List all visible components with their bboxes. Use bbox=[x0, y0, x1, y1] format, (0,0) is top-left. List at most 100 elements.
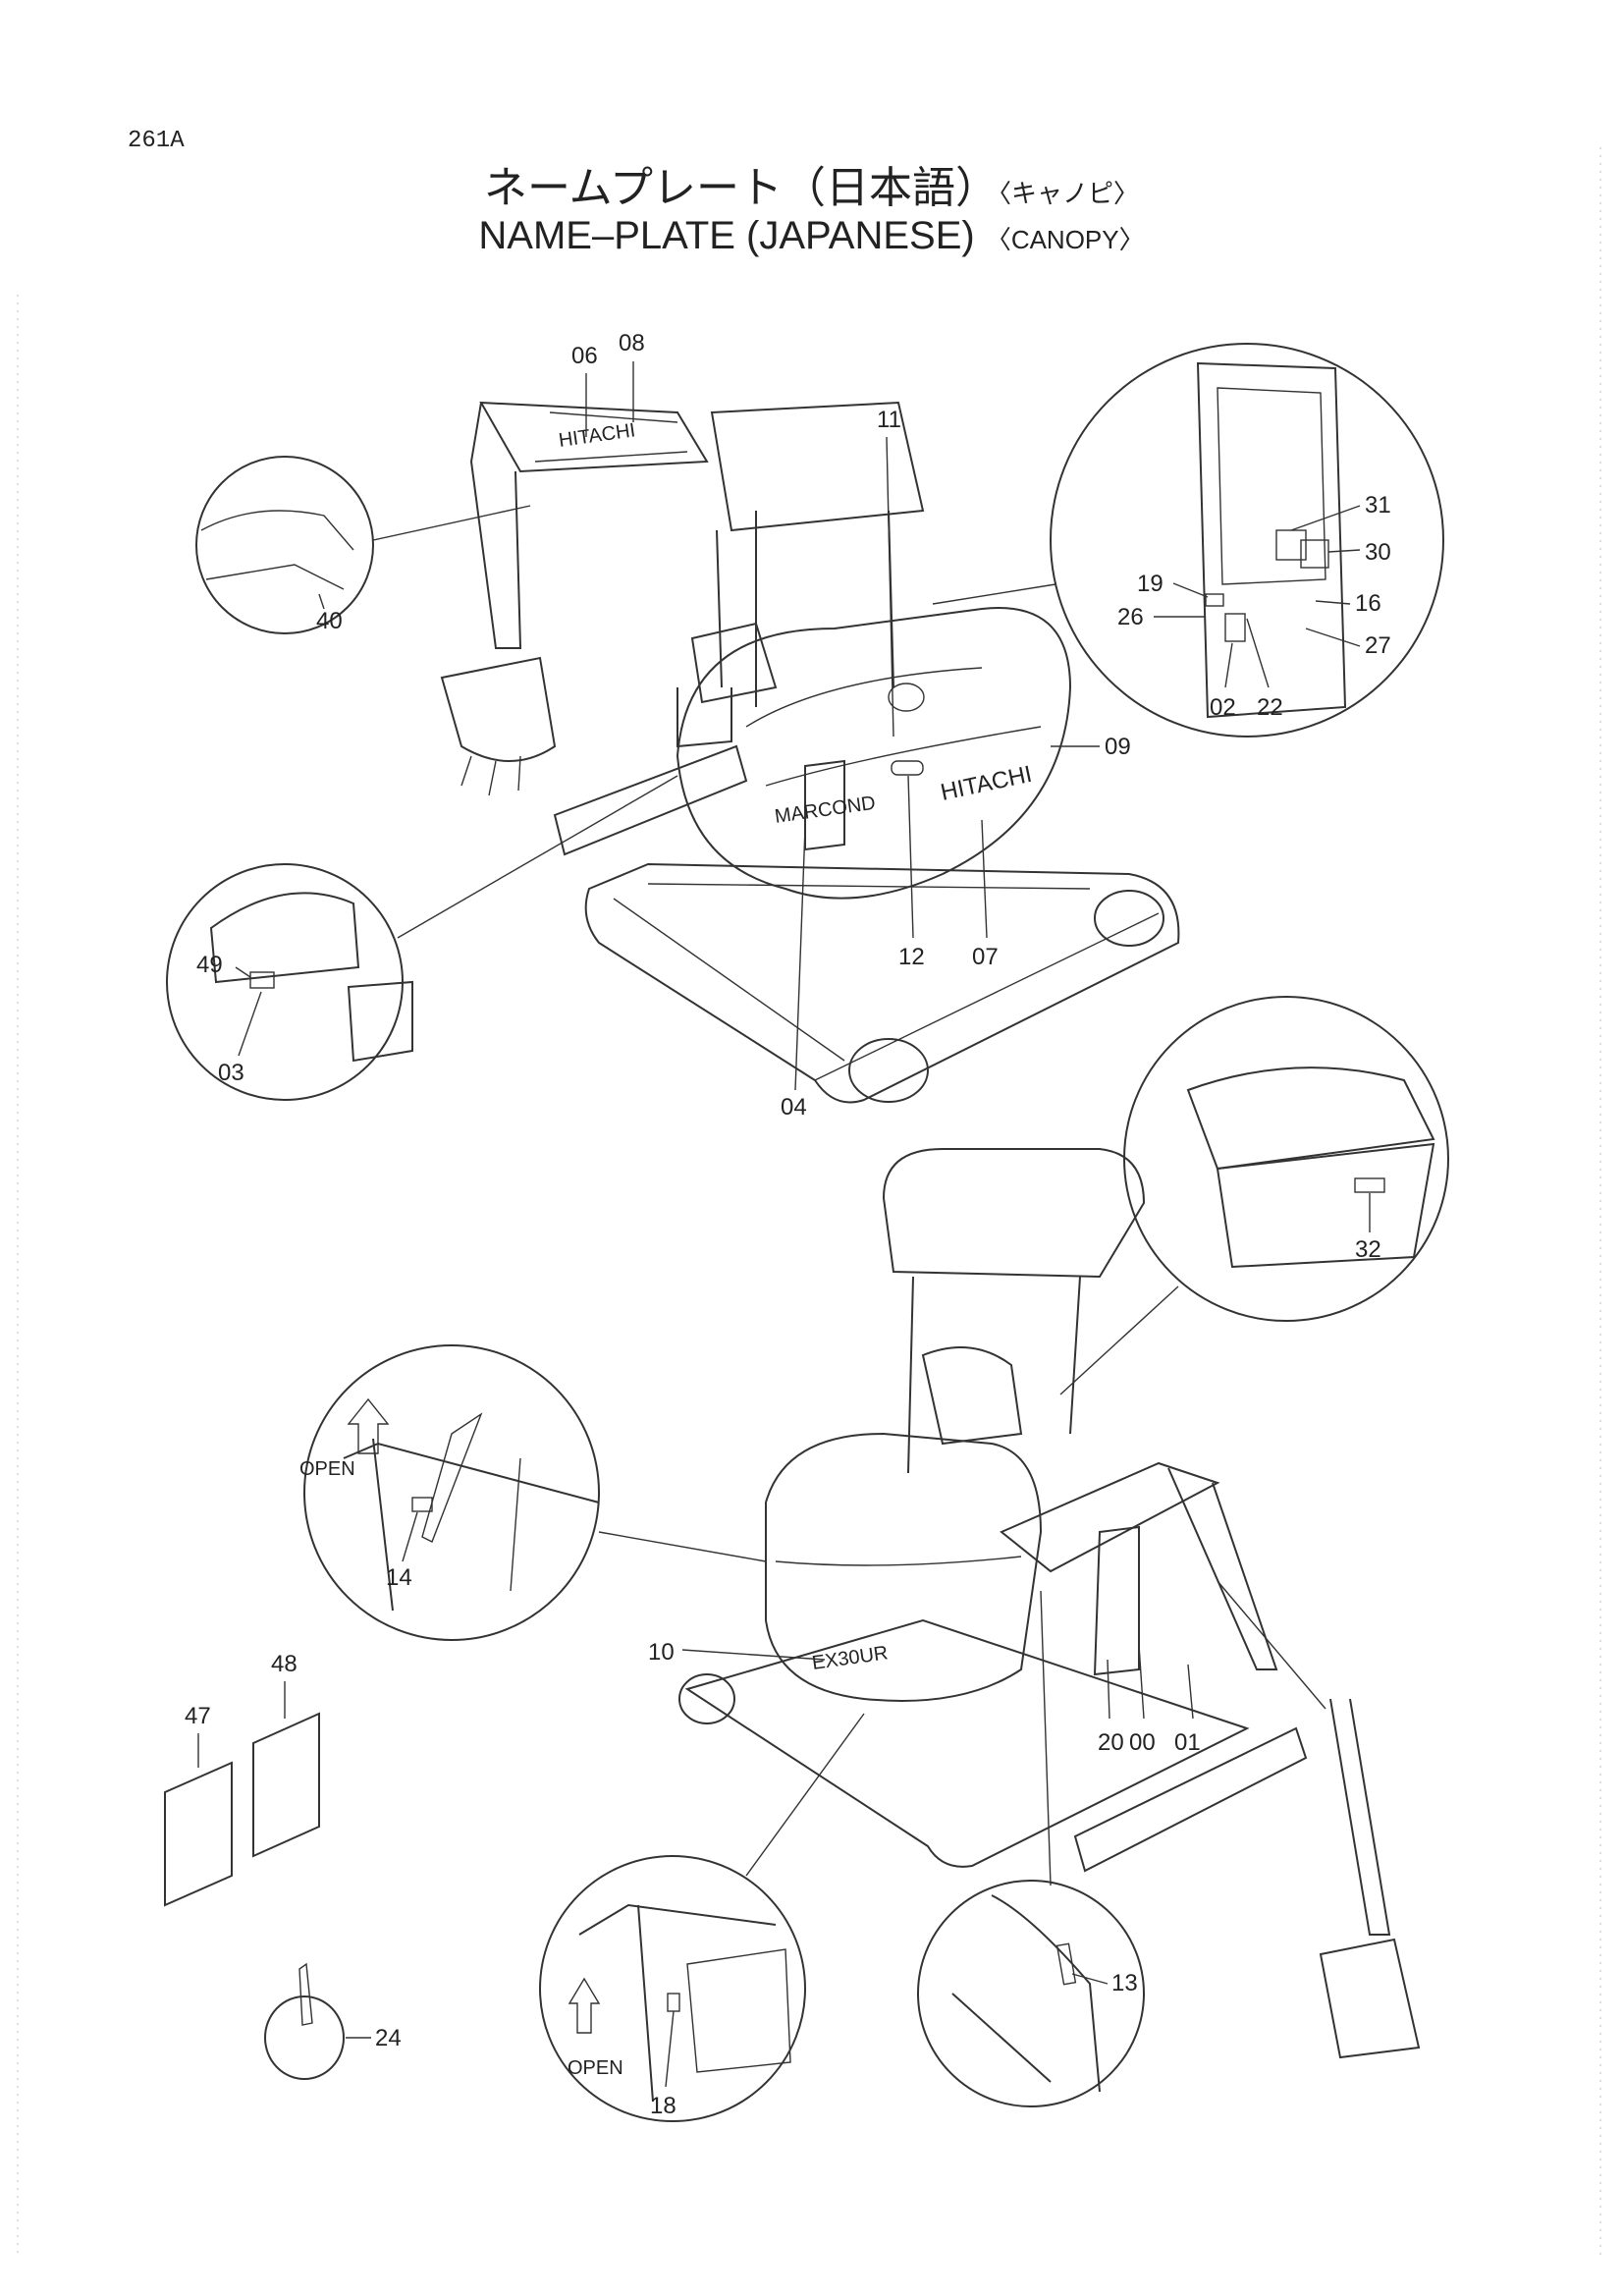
detail-seat-49-box bbox=[347, 980, 413, 1063]
rear-view-arm bbox=[469, 402, 522, 649]
leader-31 bbox=[1290, 505, 1361, 531]
title-english: NAME–PLATE (JAPANESE) 〈CANOPY〉 bbox=[0, 214, 1623, 258]
front-view-body-contour bbox=[775, 1556, 1022, 1566]
front-view-track bbox=[684, 1618, 1250, 1868]
leader-13 bbox=[1071, 1973, 1109, 1985]
front-view-seat bbox=[921, 1346, 1023, 1446]
rear-view-panel-plate: MARCOND bbox=[774, 793, 877, 828]
leader-03 bbox=[238, 991, 262, 1057]
rear-view-boom-cylinder bbox=[534, 411, 688, 463]
booklet-47-outline bbox=[164, 1761, 233, 1907]
rear-view-idler-wheel bbox=[848, 1038, 929, 1103]
rear-view-bucket bbox=[440, 656, 557, 762]
leader-01 bbox=[1187, 1664, 1194, 1720]
leader-18 bbox=[665, 2010, 675, 2088]
rear-view-canopy-pillars bbox=[716, 510, 894, 707]
front-view-arm bbox=[1329, 1698, 1391, 1936]
callout-20: 20 bbox=[1098, 1729, 1124, 1756]
detail-hood-14-open-arrow bbox=[347, 1397, 390, 1454]
detail-circle-hood-14-pointer bbox=[598, 1531, 767, 1562]
detail-circle-cab-door-pointer bbox=[932, 583, 1056, 605]
callout-19: 19 bbox=[1137, 571, 1163, 597]
cab-door-frame bbox=[1196, 361, 1347, 719]
rear-view-bucket-teeth bbox=[460, 755, 521, 796]
leader-22 bbox=[1246, 618, 1270, 688]
detail-circle-40-outline bbox=[195, 456, 374, 634]
rear-view-canopy-roof bbox=[710, 401, 925, 532]
cab-door-window bbox=[1217, 387, 1326, 585]
front-view-boom-bracket bbox=[1093, 1525, 1140, 1676]
detail-hood-14-frame bbox=[343, 1438, 600, 1612]
booklet-48 bbox=[252, 1681, 320, 1858]
detail-circle-boom-13-outline bbox=[917, 1880, 1145, 2107]
detail-circle-40-pointer bbox=[372, 505, 531, 541]
rear-view-fuel-cap bbox=[888, 683, 925, 712]
callout-11: 11 bbox=[877, 407, 901, 433]
leader-02 bbox=[1224, 642, 1233, 688]
detail-circle-seat-49 bbox=[166, 775, 678, 1101]
detail-circle-seat-32 bbox=[1059, 996, 1449, 1395]
callout-02: 02 bbox=[1210, 694, 1236, 721]
callout-13: 13 bbox=[1111, 1970, 1138, 1996]
detail-hood-14-handle bbox=[421, 1412, 483, 1543]
callout-40: 40 bbox=[316, 608, 343, 634]
page-code: 261A bbox=[128, 128, 185, 154]
callout-49: 49 bbox=[196, 952, 223, 978]
leader-00 bbox=[1138, 1644, 1145, 1720]
open-label-radiator: OPEN bbox=[568, 2057, 623, 2079]
front-view-upper-body bbox=[765, 1432, 1043, 1702]
booklet-48-outline bbox=[252, 1712, 320, 1858]
callout-10: 10 bbox=[648, 1639, 675, 1666]
leader-10 bbox=[681, 1649, 826, 1661]
callout-31: 31 bbox=[1365, 492, 1391, 519]
detail-circle-seat-49-outline bbox=[166, 863, 404, 1101]
detail-circle-boom-13 bbox=[917, 1590, 1145, 2107]
title-japanese-variant: 〈キャノピ〉 bbox=[999, 180, 1140, 209]
leader-20 bbox=[1107, 1659, 1110, 1720]
detail-circle-hood-14: OPEN bbox=[299, 1344, 767, 1641]
callout-08: 08 bbox=[619, 330, 645, 356]
callout-09: 09 bbox=[1105, 734, 1131, 760]
detail-seat-32-box bbox=[1216, 1142, 1435, 1269]
front-view-canopy-roof bbox=[882, 1148, 1146, 1279]
rear-view-access-panel bbox=[804, 759, 845, 851]
title-english-main: NAME–PLATE (JAPANESE) bbox=[478, 214, 975, 257]
rear-view-seat bbox=[690, 622, 778, 704]
callout-48: 48 bbox=[271, 1651, 298, 1677]
rear-view-body-contours bbox=[745, 667, 1042, 787]
detail-hood-18-plate bbox=[667, 1993, 680, 2012]
callout-22: 22 bbox=[1257, 694, 1283, 721]
rear-view-boom bbox=[479, 401, 709, 473]
callout-18: 18 bbox=[650, 2093, 676, 2119]
cab-door-plate-02 bbox=[1224, 613, 1246, 642]
rear-view-track-lines bbox=[613, 883, 1160, 1081]
callout-26: 26 bbox=[1117, 604, 1144, 630]
leader-04 bbox=[794, 827, 806, 1091]
detail-hood-14-plate bbox=[411, 1497, 433, 1512]
detail-hood-18-open-arrow bbox=[568, 1977, 601, 2034]
key-tag-24-ring bbox=[264, 1995, 345, 2080]
callout-24: 24 bbox=[375, 2025, 402, 2051]
leader-14 bbox=[402, 1511, 418, 1562]
front-view-idler-wheel bbox=[678, 1673, 735, 1724]
leader-49 bbox=[235, 966, 251, 978]
callout-03: 03 bbox=[218, 1060, 244, 1086]
front-view-bucket bbox=[1319, 1938, 1421, 2059]
rear-view-lamp bbox=[891, 760, 924, 776]
leader-40 bbox=[318, 593, 325, 610]
leader-12 bbox=[907, 775, 914, 939]
detail-circle-40 bbox=[195, 456, 531, 634]
open-label-hood: OPEN bbox=[299, 1458, 355, 1480]
detail-seat-49-cushion bbox=[209, 892, 360, 984]
front-view-blade bbox=[1073, 1726, 1308, 1873]
detail-seat-32-cushion bbox=[1186, 1066, 1435, 1171]
leader-16 bbox=[1315, 600, 1351, 605]
callout-27: 27 bbox=[1365, 632, 1391, 659]
front-view-boom bbox=[1167, 1467, 1278, 1670]
detail-circle-seat-49-pointer bbox=[397, 775, 678, 939]
detail-boom-13-contents bbox=[951, 1894, 1101, 2093]
callout-16: 16 bbox=[1355, 590, 1381, 617]
leader-07 bbox=[981, 819, 988, 939]
